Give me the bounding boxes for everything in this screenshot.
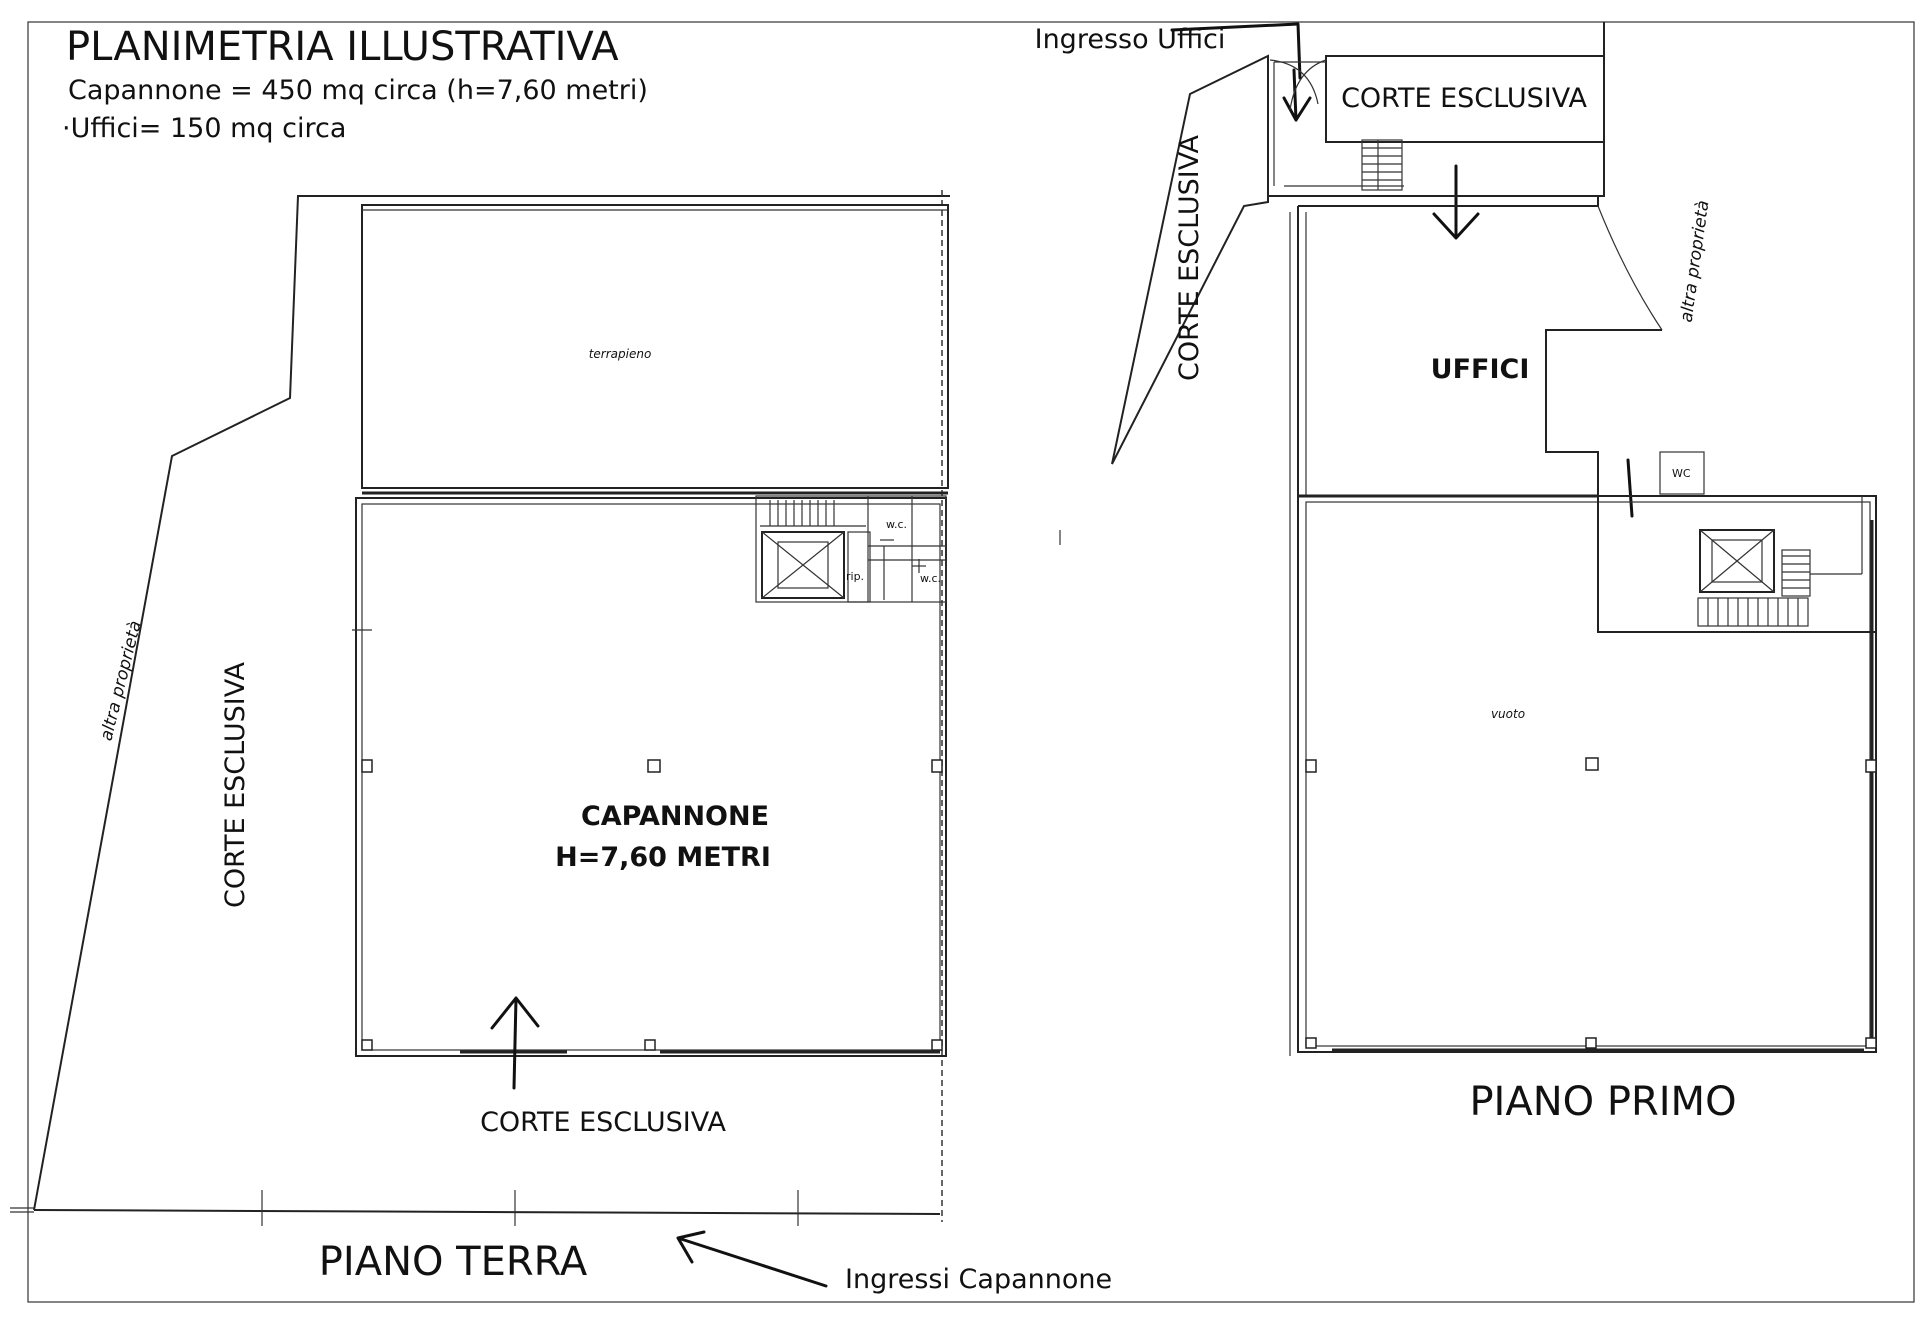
stair-core bbox=[755, 495, 947, 603]
embankment-label: terrapieno bbox=[589, 347, 652, 361]
embankment-area bbox=[361, 204, 949, 489]
first-floor-plan: Ingresso Uffici CORTE ESCLUSIVA CORTE ES… bbox=[1035, 22, 1877, 1125]
ground-floor-plan: w.c. w.c. rip. terrapieno CAPANNONE H=7,… bbox=[10, 190, 1112, 1295]
property-boundary bbox=[33, 195, 950, 1211]
ground-storage-label: rip. bbox=[846, 570, 864, 583]
ground-front-court-label: CORTE ESCLUSIVA bbox=[480, 1107, 726, 1138]
area-uffici: ·Uffici= 150 mq circa bbox=[62, 113, 346, 144]
offices-label: UFFICI bbox=[1431, 354, 1530, 385]
office-down-arrow-2 bbox=[1432, 164, 1480, 240]
curved-boundary bbox=[1597, 205, 1663, 331]
hall-height-label: H=7,60 METRI bbox=[555, 842, 771, 873]
first-side-court-area bbox=[1111, 54, 1269, 465]
first-other-property-label: altra proprietà bbox=[1677, 199, 1714, 323]
area-capannone: Capannone = 450 mq circa (h=7,60 metri) bbox=[68, 75, 648, 106]
hall-entrance-arrow bbox=[490, 996, 540, 1090]
void-label: vuoto bbox=[1491, 707, 1525, 721]
offices-walls bbox=[1298, 196, 1599, 207]
main-hall-walls bbox=[355, 497, 947, 1057]
plan-title: PLANIMETRIA ILLUSTRATIVA bbox=[66, 24, 619, 70]
ground-other-property-label: altra proprietà bbox=[97, 619, 146, 743]
first-floor-label: PIANO PRIMO bbox=[1469, 1079, 1736, 1125]
capannone-entrances-label: Ingressi Capannone bbox=[845, 1264, 1112, 1295]
ground-floor-label: PIANO TERRA bbox=[319, 1239, 588, 1285]
first-stair-core bbox=[1597, 495, 1877, 633]
office-down-arrow-1 bbox=[1282, 68, 1312, 122]
ground-wc-1-label: w.c. bbox=[886, 518, 907, 531]
bottom-boundary bbox=[33, 1209, 941, 1215]
page-frame bbox=[27, 21, 1915, 1303]
ground-side-court-label: CORTE ESCLUSIVA bbox=[220, 662, 251, 908]
hall-label: CAPANNONE bbox=[581, 801, 769, 832]
top-court-label: CORTE ESCLUSIVA bbox=[1341, 83, 1587, 114]
ground-wc-2-label: w.c. bbox=[920, 572, 941, 585]
first-side-court-label: CORTE ESCLUSIVA bbox=[1174, 135, 1205, 381]
entrances-pointer-arrow bbox=[676, 1230, 828, 1288]
top-court-area bbox=[1325, 55, 1605, 143]
office-entrance-arrow bbox=[1170, 22, 1302, 80]
first-wc-label: WC bbox=[1672, 467, 1691, 480]
